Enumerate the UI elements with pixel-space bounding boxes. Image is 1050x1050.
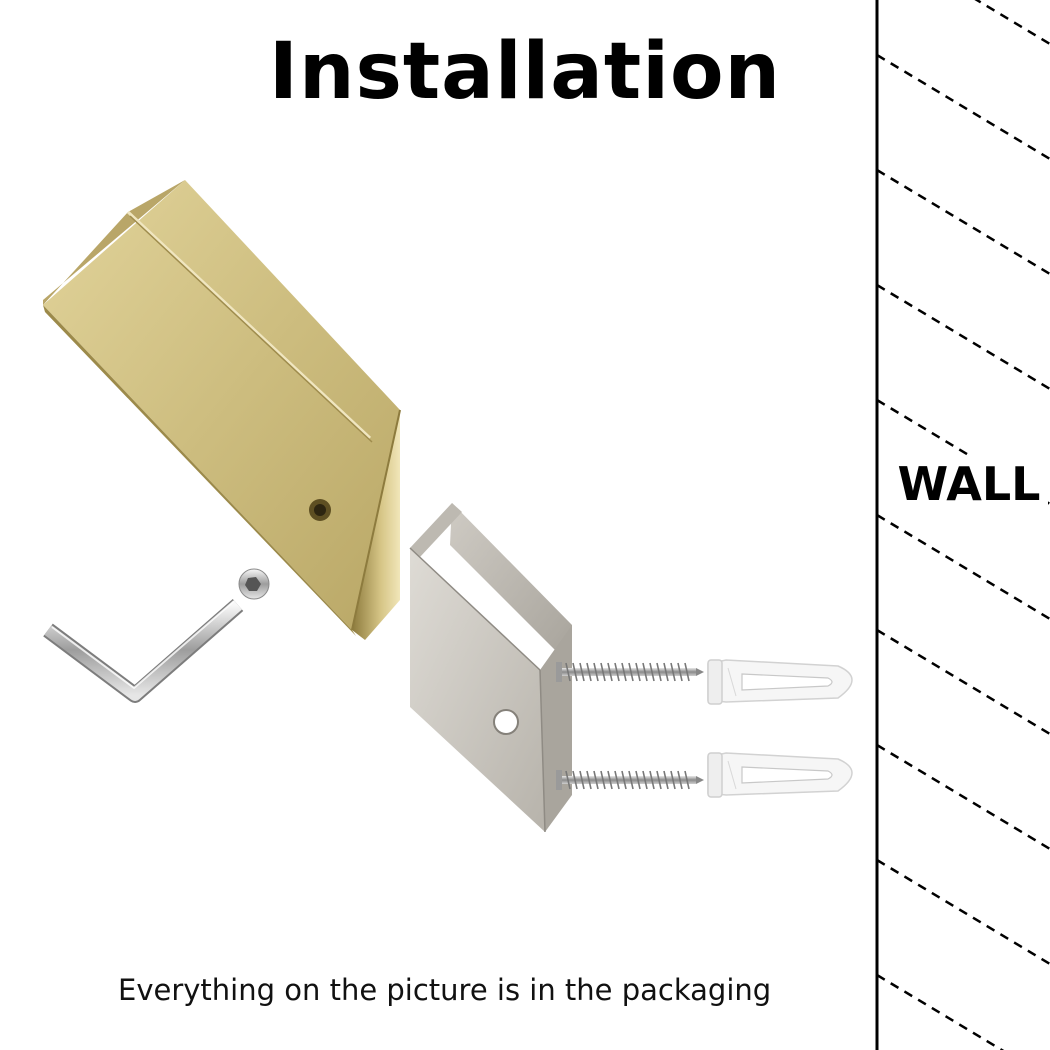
wall-hatch-line [877, 513, 1050, 621]
wall-hatch-line [877, 168, 1050, 276]
wall-hatching [877, 0, 1050, 1050]
wall-label: WALL [890, 456, 1048, 512]
gold-cover-icon [43, 180, 401, 640]
screw-icon [556, 662, 704, 790]
hex-key-icon [43, 598, 244, 703]
wall [875, 0, 1050, 1050]
wall-hatch-line [974, 0, 1050, 46]
set-screw-icon [238, 568, 270, 600]
wall-hatch-line [877, 628, 1050, 736]
page-title: Installation [268, 27, 782, 117]
wall-hatch-line [877, 743, 1050, 851]
wall-hatch-line [877, 53, 1050, 161]
wall-hatch-line [877, 858, 1050, 966]
wall-anchor-icon [707, 659, 853, 798]
mounting-bracket-icon [409, 503, 572, 833]
wall-hatch-line [877, 973, 1005, 1050]
packaging-caption: Everything on the picture is in the pack… [118, 973, 772, 1007]
wall-hatch-line [877, 283, 1050, 391]
